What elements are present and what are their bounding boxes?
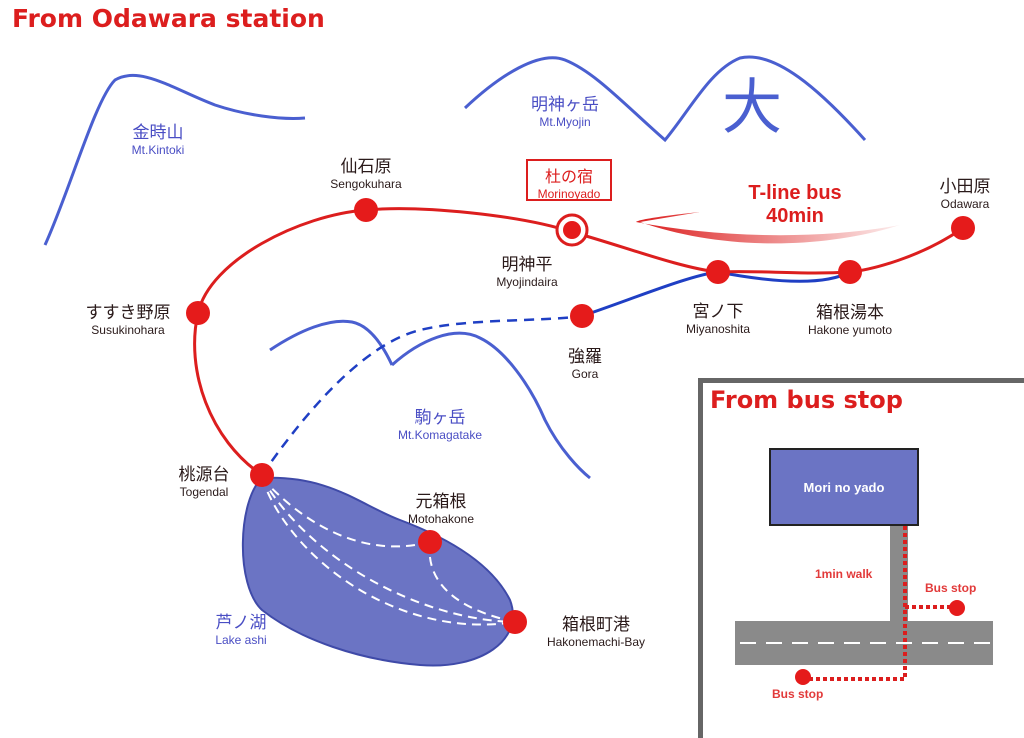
walk-route xyxy=(802,526,907,681)
label-sengokuhara: 仙石原 Sengokuhara xyxy=(330,157,402,191)
mountain-label-kintoki: 金時山 Mt.Kintoki xyxy=(131,123,185,157)
ferry-route xyxy=(261,477,431,548)
label-myojindaira: 明神平 Myojindaira xyxy=(496,255,558,289)
station-odawara xyxy=(951,216,975,240)
ferry-route xyxy=(428,541,516,623)
lake-ashi xyxy=(241,476,514,667)
lake-label: 芦ノ湖 Lake ashi xyxy=(215,613,267,647)
inset-title: From bus stop xyxy=(710,386,903,414)
label-odawara: 小田原 Odawara xyxy=(939,177,991,211)
label-togendai: 桃源台 Togendal xyxy=(178,465,230,499)
bus-stop-label-lower: Bus stop xyxy=(772,687,824,701)
bus-stop-lower-dot xyxy=(795,669,811,685)
bus-info: T-line bus 40min xyxy=(700,182,890,228)
mountain-myojin xyxy=(463,55,867,143)
bus-stop-upper-dot xyxy=(949,600,965,616)
station-gora xyxy=(570,304,594,328)
daimonji-symbol: 大 xyxy=(722,73,782,143)
mountain-label-komagatake: 駒ヶ岳 Mt.Komagatake xyxy=(397,408,483,442)
mountain-komagatake xyxy=(269,319,591,480)
station-hakonemachi xyxy=(503,610,527,634)
building-label: Mori no yado xyxy=(803,479,885,495)
label-motohakone: 元箱根 Motohakone xyxy=(407,492,475,526)
label-hakonemachi: 箱根町港 Hakonemachi-Bay xyxy=(546,615,646,649)
mountain-kintoki xyxy=(43,73,306,246)
bus-name: T-line bus xyxy=(748,182,842,204)
inset-map xyxy=(735,526,993,685)
ferry-route xyxy=(261,477,516,623)
walk-label: 1min walk xyxy=(815,567,873,581)
label-hakone-yumoto: 箱根湯本 Hakone yumoto xyxy=(807,303,893,337)
label-morinoyado: 杜の宿 Morinoyado xyxy=(526,159,612,201)
ferry-route xyxy=(261,477,516,626)
blue-dashed-route xyxy=(260,314,583,476)
station-miyanoshita xyxy=(706,260,730,284)
building-mori-no-yado: Mori no yado xyxy=(769,448,919,526)
label-gora: 強羅 Gora xyxy=(568,347,602,381)
mountain-label-myojin: 明神ヶ岳 Mt.Myojin xyxy=(531,95,599,129)
page-title: From Odawara station xyxy=(12,4,325,33)
station-motohakone xyxy=(418,530,442,554)
bus-arrow xyxy=(636,212,900,244)
station-susukinohara xyxy=(186,301,210,325)
station-hakone-yumoto xyxy=(838,260,862,284)
station-togendai xyxy=(250,463,274,487)
station-sengokuhara xyxy=(354,198,378,222)
bus-stop-label-upper: Bus stop xyxy=(925,581,977,595)
label-miyanoshita: 宮ノ下 Miyanoshita xyxy=(685,302,751,336)
bus-duration: 40min xyxy=(766,205,824,227)
label-susukinohara: すすき野原 Susukinohara xyxy=(85,303,171,337)
station-morinoyado xyxy=(563,221,581,239)
